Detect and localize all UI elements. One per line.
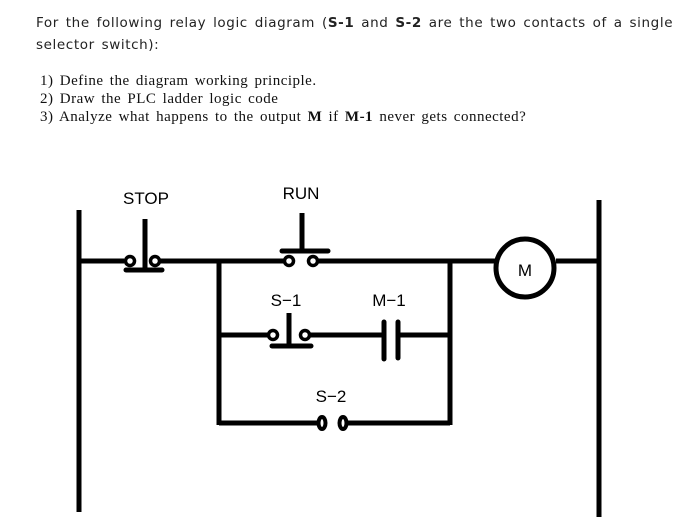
motor-circle-icon (493, 236, 557, 300)
s1-terminal-right (298, 328, 312, 342)
question-text: Define the diagram working principle. (59, 73, 317, 89)
stop-label: STOP (123, 189, 169, 208)
m1-contact (381, 319, 401, 362)
question-3: 3) Analyze what happens to the output M … (40, 108, 526, 126)
stop-terminal-left (123, 254, 137, 268)
s2-terminal-right (337, 415, 349, 431)
s2-contact (316, 415, 349, 431)
run-pushbutton (279, 213, 331, 268)
question-text: if (322, 109, 345, 125)
question-text: Draw the PLC ladder logic code (59, 91, 279, 107)
question-number: 3) (40, 109, 54, 125)
s1-contact (266, 313, 314, 349)
stop-terminal-right (148, 254, 162, 268)
intro-text: are the two contacts of a single selecto… (36, 15, 674, 53)
s1-label: S−1 (271, 291, 302, 310)
s1-terminal-left (266, 328, 280, 342)
motor-coil: M (493, 236, 557, 300)
stop-pushbutton (123, 219, 165, 273)
question-number: 1) (40, 73, 54, 89)
motor-label: M (518, 261, 532, 280)
question-text: Analyze what happens to the output (58, 109, 308, 125)
intro-text: For the following relay logic diagram ( (36, 15, 328, 31)
question-number: 2) (40, 91, 54, 107)
run-terminal-left (282, 254, 296, 268)
output-m-ref: M (307, 109, 323, 125)
s2-ref: S-2 (395, 15, 422, 31)
s2-label: S−2 (316, 387, 347, 406)
question-text: never gets connected? (373, 109, 527, 125)
question-1: 1) Define the diagram working principle. (40, 72, 526, 90)
intro-text: and (354, 15, 396, 31)
m1-label: M−1 (372, 291, 406, 310)
s1-ref: S-1 (327, 15, 355, 31)
question-2: 2) Draw the PLC ladder logic code (40, 90, 526, 108)
run-terminal-right (306, 254, 320, 268)
m1-ref: M-1 (344, 109, 374, 125)
question-list: 1) Define the diagram working principle.… (40, 72, 526, 126)
run-label: RUN (283, 184, 320, 203)
s2-terminal-left (316, 415, 328, 431)
problem-intro: For the following relay logic diagram (S… (36, 12, 676, 56)
